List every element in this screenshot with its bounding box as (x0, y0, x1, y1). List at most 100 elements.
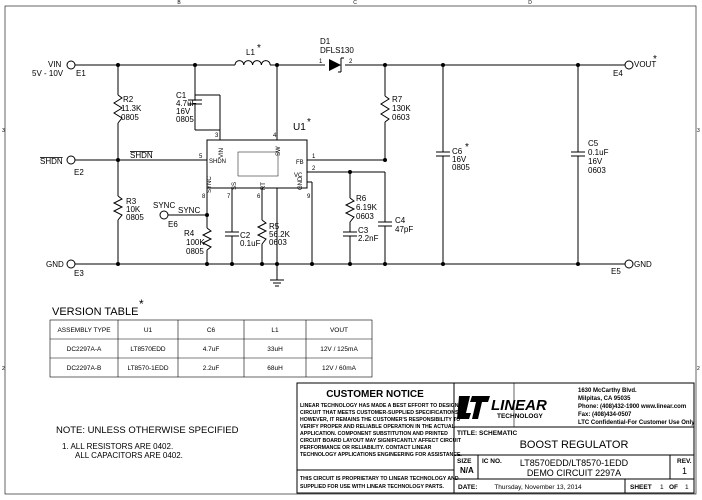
r6-ref: R6 (356, 194, 367, 203)
ic-u1-body (206, 139, 308, 189)
notice-line: TECHNOLOGY APPLICATIONS ENGINEERING FOR … (300, 452, 462, 458)
address-line: 1630 McCarthy Blvd. (578, 388, 637, 394)
address-line: LTC Confidential-For Customer Use Only (578, 420, 695, 426)
pin-number: 8 (202, 194, 206, 200)
pin-number: 3 (215, 133, 219, 139)
pin-number: 4 (273, 133, 277, 139)
l1-label: L1 (246, 48, 255, 57)
capacitor-c5 (571, 151, 585, 157)
capacitors (188, 99, 585, 237)
sheet-label: SHEET (630, 484, 652, 491)
notice-line: HOWEVER, IT REMAINS THE CUSTOMER'S RESPO… (300, 417, 460, 423)
table-cell: 68uH (267, 365, 283, 372)
net-labels: VIN 5V - 10V E1 SHDN E2 SHDN SYNC SYNC E… (32, 54, 657, 278)
r2-value: 11.3K (121, 104, 142, 113)
title-label: TITLE: SCHEMATIC (457, 430, 517, 437)
e3-label: E3 (74, 269, 84, 278)
pin-number: 9 (307, 194, 311, 200)
terminals (66, 60, 634, 269)
vin-range: 5V - 10V (32, 69, 64, 78)
r6-package: 0603 (356, 212, 374, 221)
border-number: 3 (2, 128, 5, 134)
sync-terminal-label: SYNC (153, 201, 175, 210)
inductor-l1 (234, 60, 271, 66)
c2-ref: C2 (240, 231, 251, 240)
address: 1630 McCarthy Blvd. Milpitas, CA 95035 P… (578, 388, 695, 426)
icno-line-2: DEMO CIRCUIT 2297A (527, 468, 621, 478)
resistor-r3 (112, 195, 124, 221)
d1-part: DFLS130 (320, 46, 354, 55)
c1-package: 0805 (176, 115, 194, 124)
drawing-title: BOOST REGULATOR (520, 439, 629, 451)
pin-vc: VC (294, 173, 303, 179)
sheet-border (4, 5, 697, 495)
c6-star: * (465, 142, 469, 153)
gnd-left-label: GND (46, 260, 64, 269)
table-cell: 12V / 125mA (320, 346, 358, 353)
pin-number: 7 (227, 194, 231, 200)
of-value: 1 (685, 484, 689, 491)
l1-star: * (257, 43, 261, 54)
table-header: C6 (207, 327, 216, 334)
logo-text: LINEAR (491, 397, 547, 414)
border-letter: D (528, 0, 532, 6)
pin-ss: SS (232, 182, 238, 190)
pin-number: 1 (312, 154, 316, 160)
r3-ref: R3 (126, 197, 137, 206)
wires (75, 64, 625, 287)
r2-package: 0805 (121, 113, 139, 122)
notice-line: CIRCUIT THAT MEETS CUSTOMER-SUPPLIED SPE… (300, 410, 461, 416)
table-header: L1 (271, 327, 279, 334)
e1-label: E1 (76, 69, 86, 78)
table-cell: 2.2uF (203, 365, 220, 372)
c1-voltage: 16V (176, 107, 191, 116)
resistor-r4 (201, 227, 213, 251)
pin-vin: VIN (219, 148, 225, 158)
c6-package: 0805 (452, 163, 470, 172)
table-cell: LT8570EDD (130, 346, 166, 353)
icno-label: IC NO. (482, 458, 502, 465)
notice-text: LINEAR TECHNOLOGY HAS MADE A BEST EFFORT… (300, 403, 464, 490)
sheet-value: 1 (660, 484, 664, 491)
table-header: VOUT (330, 327, 348, 334)
u1-ref: U1 (293, 122, 306, 133)
notice-line: VERIFY PROPER AND RELIABLE OPERATION IN … (300, 424, 456, 430)
size-label: SIZE (457, 458, 472, 465)
r2-ref: R2 (123, 95, 134, 104)
capacitor-c2 (225, 231, 239, 237)
ic-pin-numbers: 3 4 5 1 2 8 7 6 9 (199, 133, 316, 200)
c6-voltage: 16V (452, 155, 467, 164)
notice-line: APPLICATION. COMPONENT SUBSTITUTION AND … (300, 431, 448, 437)
border-number: 2 (697, 366, 700, 372)
table-header: U1 (144, 327, 153, 334)
rev-value: 1 (682, 466, 687, 476)
proprietary-line: SUPPLIED FOR USE WITH LINEAR TECHNOLOGY … (300, 484, 444, 490)
diode-d1 (329, 57, 344, 73)
d1-pin2: 2 (349, 59, 353, 65)
c5-value: 0.1uF (588, 148, 609, 157)
border-number: 3 (697, 128, 700, 134)
address-line: Milpitas, CA 95035 (578, 396, 631, 402)
r5-ref: R5 (269, 222, 280, 231)
d1-ref: D1 (320, 37, 331, 46)
table-cell: 4.7uF (203, 346, 220, 353)
resistor-r7 (380, 95, 390, 123)
r4-ref: R4 (184, 229, 195, 238)
e4-label: E4 (613, 69, 623, 78)
pin-sync: SYNC (207, 176, 213, 193)
shdn-terminal-label: SHDN (40, 157, 63, 166)
border-letter: B (177, 0, 181, 6)
vout-star: * (653, 54, 657, 65)
pin-number: 6 (257, 194, 261, 200)
pin-fb: FB (296, 160, 304, 166)
address-line: Phone: (408)432-1900 www.linear.com (578, 404, 686, 410)
version-table-title: VERSION TABLE (52, 306, 138, 318)
vin-label: VIN (48, 60, 62, 69)
resistors (112, 94, 390, 251)
table-header: ASSEMBLY TYPE (57, 327, 111, 334)
of-label: OF (669, 484, 678, 491)
shdn-net-label: SHDN (130, 151, 153, 160)
r7-ref: R7 (392, 95, 403, 104)
